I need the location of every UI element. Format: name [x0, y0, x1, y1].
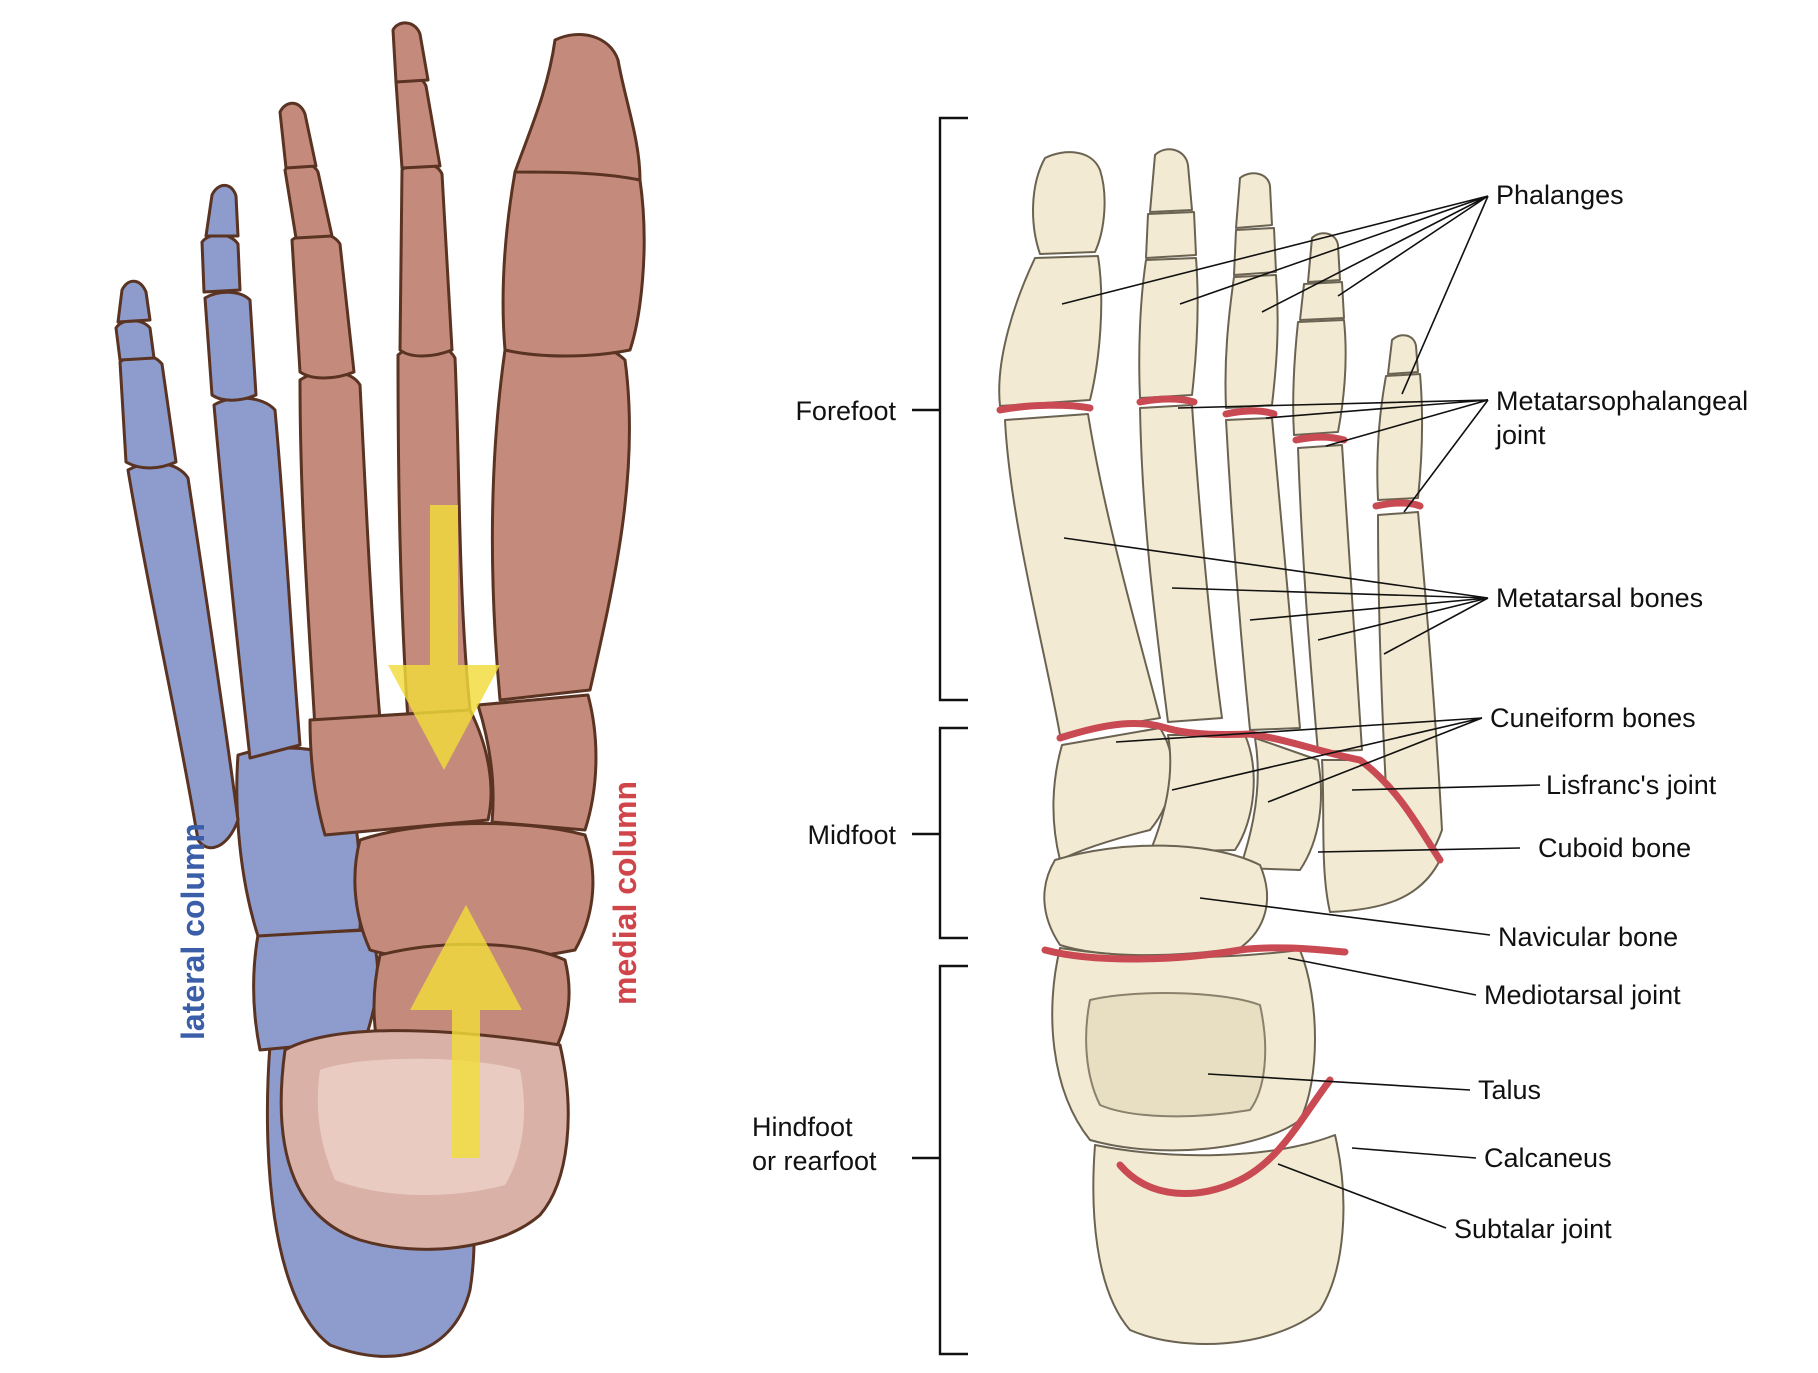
- lateral-column-label: lateral column: [175, 823, 211, 1040]
- calcaneus-label: Calcaneus: [1484, 1143, 1612, 1173]
- left-foot-illustration: [114, 21, 646, 1358]
- phalanges-label: Phalanges: [1496, 180, 1624, 210]
- midfoot-label: Midfoot: [807, 820, 896, 850]
- joint-lines: [996, 395, 1444, 1197]
- arrow-down: [388, 505, 500, 770]
- talus-label: Talus: [1478, 1075, 1541, 1105]
- forefoot-bracket: [912, 116, 968, 702]
- region-brackets: [912, 116, 968, 1356]
- hindfoot-label-line2: or rearfoot: [752, 1146, 877, 1176]
- mediotarsal-joint-label: Mediotarsal joint: [1484, 980, 1681, 1010]
- medial-column-label: medial column: [607, 781, 643, 1005]
- midfoot-bracket: [912, 726, 968, 940]
- leader-lines: [1061, 195, 1541, 1229]
- lisfranc-joint-label: Lisfranc's joint: [1546, 770, 1717, 800]
- right-foot-illustration: [996, 148, 1444, 1345]
- mtp-joint-label-line2: joint: [1495, 420, 1546, 450]
- hindfoot-bracket: [912, 964, 968, 1356]
- forefoot-label: Forefoot: [795, 396, 896, 426]
- cuboid-bone-label: Cuboid bone: [1538, 833, 1691, 863]
- mtp-joint-label-line1: Metatarsophalangeal: [1496, 386, 1748, 416]
- cuneiform-bones-label: Cuneiform bones: [1490, 703, 1696, 733]
- metatarsal-bones-label: Metatarsal bones: [1496, 583, 1703, 613]
- navicular-bone-label: Navicular bone: [1498, 922, 1678, 952]
- force-arrows: [388, 505, 522, 1158]
- arrow-up: [410, 905, 522, 1158]
- subtalar-joint-label: Subtalar joint: [1454, 1214, 1612, 1244]
- medial-column-bones: [278, 21, 646, 1251]
- hindfoot-label-line1: Hindfoot: [752, 1112, 853, 1142]
